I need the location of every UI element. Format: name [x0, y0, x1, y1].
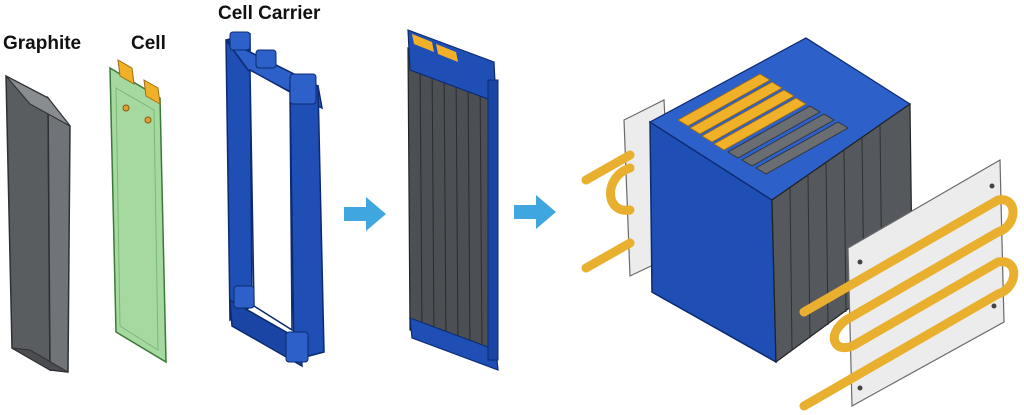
cell-tab-negative	[143, 79, 161, 105]
front-cooling-pipe	[799, 195, 1019, 411]
graphite-label: Graphite	[3, 33, 82, 54]
cell-tab-positive	[117, 59, 135, 85]
cell-label: Cell	[131, 33, 166, 54]
pouch-cell	[109, 59, 167, 364]
cell-carrier-label: Cell Carrier	[218, 3, 321, 24]
cell-carrier	[225, 31, 325, 368]
graphite-sheet	[5, 74, 71, 373]
right-arrow-icon	[514, 195, 556, 229]
cell-tabs-top	[677, 73, 807, 151]
rear-cooling-pipes	[581, 150, 635, 273]
graphite-fins-top	[727, 105, 849, 175]
right-arrow-icon	[344, 197, 386, 231]
stacked-module	[407, 29, 499, 371]
battery-pack	[581, 37, 1019, 411]
